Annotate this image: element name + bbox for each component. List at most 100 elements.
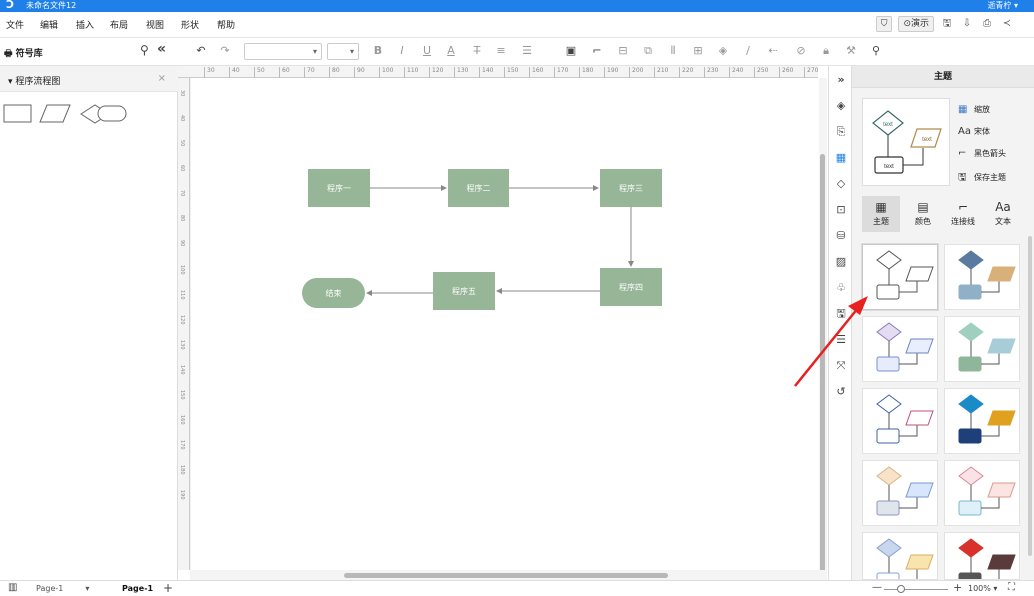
tools-icon[interactable]: ⚒ — [846, 44, 856, 57]
process-node-3[interactable]: 程序三 — [600, 169, 662, 207]
canvas-page[interactable] — [191, 78, 818, 570]
menu-view[interactable]: 视图 — [146, 21, 165, 31]
page-tab[interactable]: Page-1 — [122, 584, 154, 593]
user-menu[interactable]: 逝青柠 ▾ — [987, 1, 1018, 10]
theme-grid-icon[interactable]: ▦ — [835, 151, 847, 164]
redo-icon[interactable]: ↷ — [220, 44, 230, 57]
share-icon[interactable]: ≺ — [1002, 18, 1012, 29]
connector-icon[interactable]: ⌐ — [592, 44, 602, 57]
process-node-1[interactable]: 程序一 — [308, 169, 370, 207]
zoom-in-button[interactable]: + — [953, 581, 963, 594]
end-terminator-node[interactable]: 结束 — [302, 278, 365, 308]
theme-option-3[interactable] — [862, 316, 938, 382]
bold-icon[interactable]: B — [373, 44, 383, 57]
zoom-level-select[interactable]: 100% ▾ — [968, 584, 998, 593]
print-icon[interactable]: ⎙ — [983, 18, 991, 29]
font-family-select[interactable]: ▾ — [244, 43, 322, 60]
font-color-icon[interactable]: A — [447, 44, 455, 57]
menu-edit[interactable]: 编辑 — [40, 21, 59, 31]
add-page-button[interactable]: + — [163, 581, 174, 595]
textbox-icon[interactable]: ▣ — [565, 44, 577, 57]
theme-option-save[interactable]: 🖫保存主题 — [958, 170, 1006, 187]
line-style-icon[interactable]: ⇠ — [768, 44, 778, 57]
line-color-icon[interactable]: ∕ — [746, 44, 750, 57]
font-size-select[interactable]: ▾ — [327, 43, 359, 60]
page-select[interactable]: Page-1▾ — [36, 584, 90, 593]
shape-data[interactable] — [39, 104, 71, 123]
lock-icon[interactable]: 🔒︎ — [823, 44, 829, 57]
italic-icon[interactable]: I — [400, 44, 404, 57]
no-fill-icon[interactable]: ⊘ — [796, 44, 806, 57]
page-setting-icon[interactable]: ⎘ — [836, 125, 846, 138]
theme-option-1[interactable] — [862, 244, 938, 310]
search-canvas-icon[interactable]: ⚲ — [871, 44, 881, 57]
theme-option-5[interactable] — [862, 388, 938, 454]
theme-option-6[interactable] — [944, 388, 1020, 454]
tab-theme[interactable]: ▦主题 — [862, 196, 900, 232]
collapse-sidebar-icon[interactable]: « — [157, 41, 167, 57]
align-left-icon[interactable]: ⫴ — [670, 44, 676, 57]
menu-help[interactable]: 帮助 — [217, 21, 236, 31]
page-grid-icon[interactable]: ▥ — [8, 582, 18, 593]
shield-icon[interactable]: ⛉ — [875, 16, 893, 32]
zoom-out-button[interactable]: — — [872, 582, 882, 593]
fill-icon[interactable]: ◈ — [718, 44, 728, 57]
underline-icon[interactable]: U — [422, 44, 432, 57]
list-icon[interactable]: ☰ — [836, 333, 846, 346]
menu-shape[interactable]: 形状 — [181, 21, 200, 31]
horizontal-scroll-thumb[interactable] — [344, 573, 668, 578]
library-group-title[interactable]: ▾ 程序流程图 — [8, 77, 61, 87]
zoom-slider-handle[interactable] — [897, 585, 905, 593]
process-node-2[interactable]: 程序二 — [448, 169, 509, 207]
app-logo-icon[interactable]: Ↄ — [6, 0, 15, 11]
menu-file[interactable]: 文件 — [6, 21, 25, 31]
align-icon[interactable]: ≡ — [496, 44, 506, 57]
process-node-4[interactable]: 程序四 — [600, 268, 662, 306]
theme-panel-scrollbar[interactable] — [1028, 236, 1032, 556]
present-button[interactable]: ⊙演示 — [898, 16, 934, 32]
theme-option-arrow[interactable]: ⌐黑色箭头 — [958, 148, 1006, 159]
image-icon[interactable]: ▨ — [835, 255, 847, 268]
close-icon[interactable]: × — [157, 73, 166, 84]
menu-insert[interactable]: 插入 — [76, 21, 95, 31]
canvas-horizontal-scrollbar[interactable] — [190, 570, 827, 580]
undo-icon[interactable]: ↶ — [196, 44, 206, 57]
process-node-5[interactable]: 程序五 — [433, 272, 495, 310]
comment-icon[interactable]: ⊡ — [836, 203, 846, 216]
fit-screen-icon[interactable]: ⛶ — [1008, 582, 1015, 593]
line-spacing-icon[interactable]: ☰ — [522, 44, 532, 57]
document-title[interactable]: 未命名文件12 — [26, 1, 77, 10]
shape-process[interactable] — [3, 104, 32, 123]
download-icon[interactable]: ⇩ — [962, 18, 972, 29]
layers-icon[interactable]: ◇ — [836, 177, 846, 190]
tab-connector[interactable]: ⌐连接线 — [944, 196, 982, 232]
search-icon[interactable]: ⚲ — [140, 43, 149, 57]
menu-layout[interactable]: 布局 — [110, 21, 129, 31]
theme-option-7[interactable] — [862, 460, 938, 526]
layer-icon[interactable]: ⧉ — [644, 44, 652, 57]
history-icon[interactable]: ↺ — [836, 385, 846, 398]
theme-option-2[interactable] — [944, 244, 1020, 310]
style-fill-icon[interactable]: ◈ — [836, 99, 846, 112]
expand-panel-icon[interactable]: » — [837, 73, 845, 86]
org-chart-icon[interactable]: ♧ — [836, 281, 846, 294]
tab-color[interactable]: ▤颜色 — [904, 196, 942, 232]
vertical-scroll-thumb[interactable] — [820, 154, 825, 574]
theme-option-4[interactable] — [944, 316, 1020, 382]
theme-option-9[interactable] — [862, 532, 938, 580]
arrange-icon[interactable]: ⊟ — [618, 44, 628, 57]
theme-option-8[interactable] — [944, 460, 1020, 526]
fullscreen-icon[interactable]: ⤧ — [836, 359, 846, 372]
theme-option-10[interactable] — [944, 532, 1020, 580]
save-icon[interactable]: 🖫 — [942, 18, 952, 29]
zoom-slider-track[interactable] — [884, 589, 948, 590]
canvas-vertical-scrollbar[interactable] — [819, 78, 827, 574]
theme-option-scale[interactable]: ▦缩放 — [958, 104, 990, 115]
library-group-header[interactable]: ▾ 程序流程图 × — [0, 66, 178, 92]
clear-format-icon[interactable]: T̶ — [473, 44, 481, 57]
save-page-icon[interactable]: 🖫 — [836, 307, 846, 320]
group-icon[interactable]: ⊞ — [693, 44, 703, 57]
shape-terminator[interactable] — [97, 105, 127, 122]
